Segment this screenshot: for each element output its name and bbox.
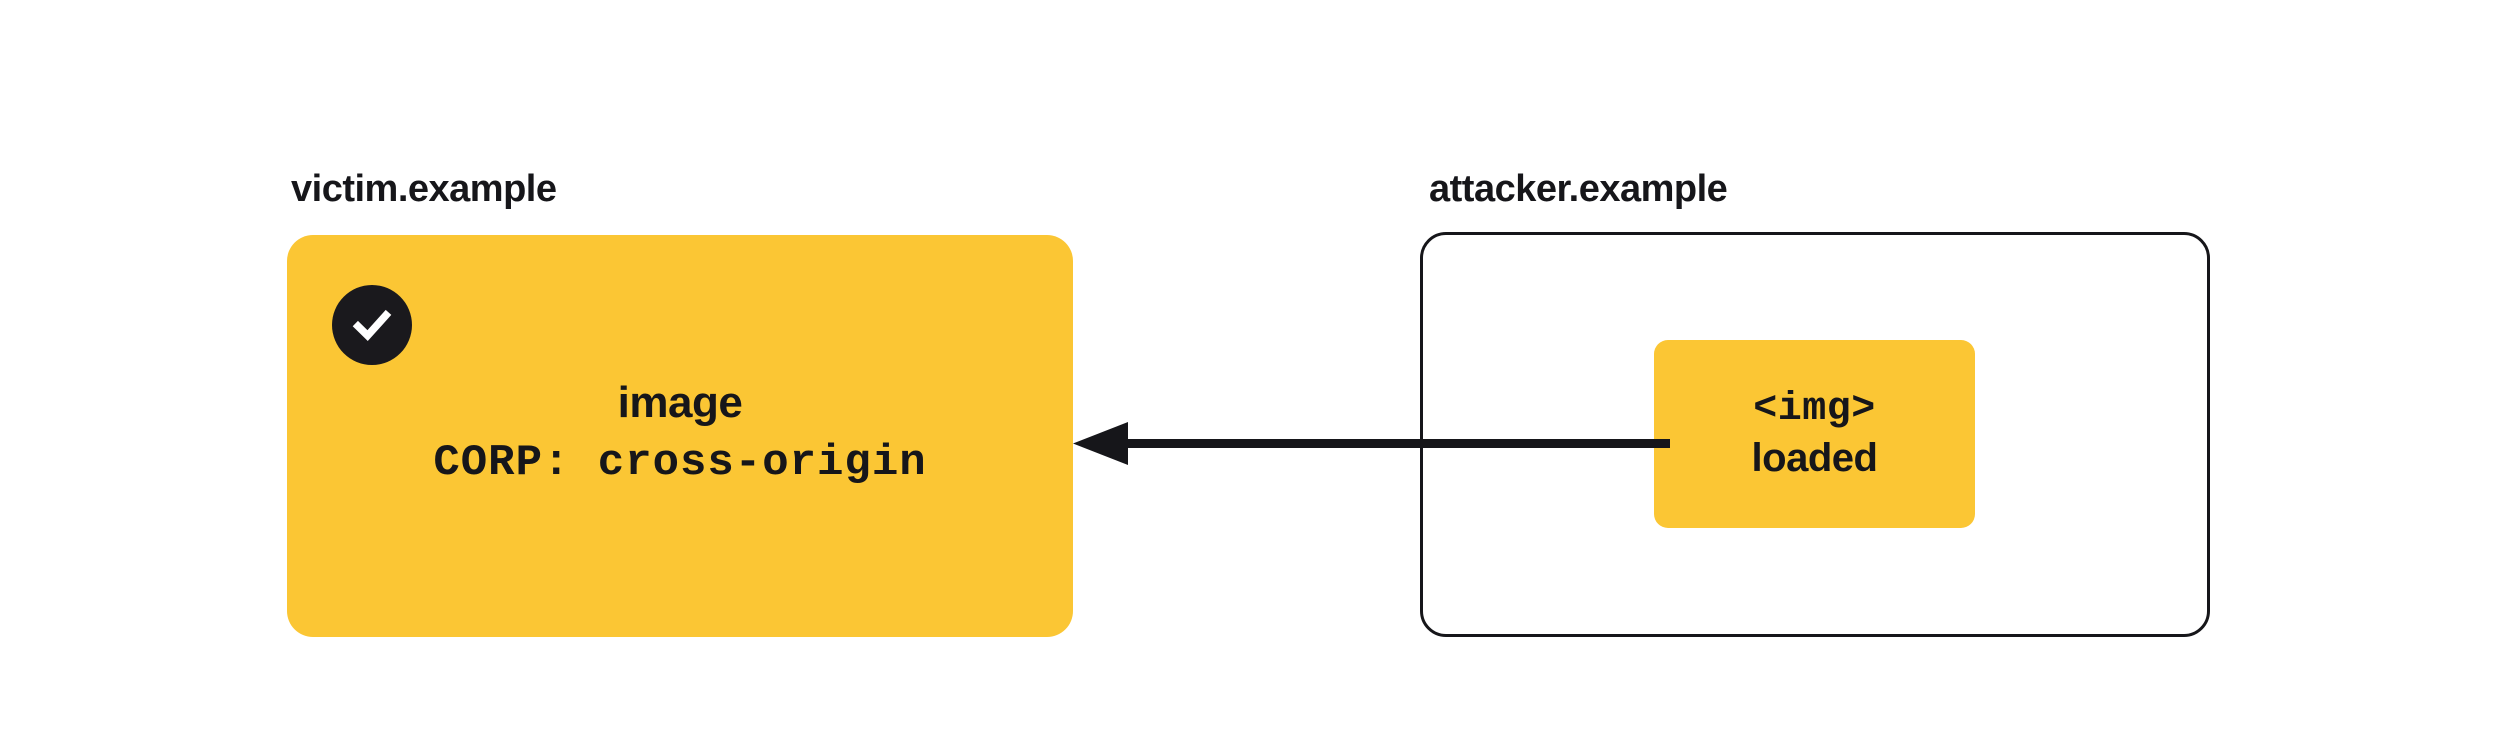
- victim-resource-box: [287, 235, 1073, 637]
- check-circle-icon: [332, 285, 412, 365]
- attacker-img-tag: <img>: [1753, 387, 1876, 432]
- arrow-left-icon: [1073, 422, 1670, 465]
- attacker-origin-label: attacker.example: [1429, 168, 1728, 210]
- attacker-img-state: loaded: [1751, 436, 1878, 480]
- victim-origin-label: victim.example: [291, 168, 557, 210]
- attacker-img-element: <img> loaded: [1654, 340, 1975, 528]
- victim-resource-kind: image: [617, 378, 743, 427]
- victim-resource-header: CORP: cross-origin: [433, 438, 927, 488]
